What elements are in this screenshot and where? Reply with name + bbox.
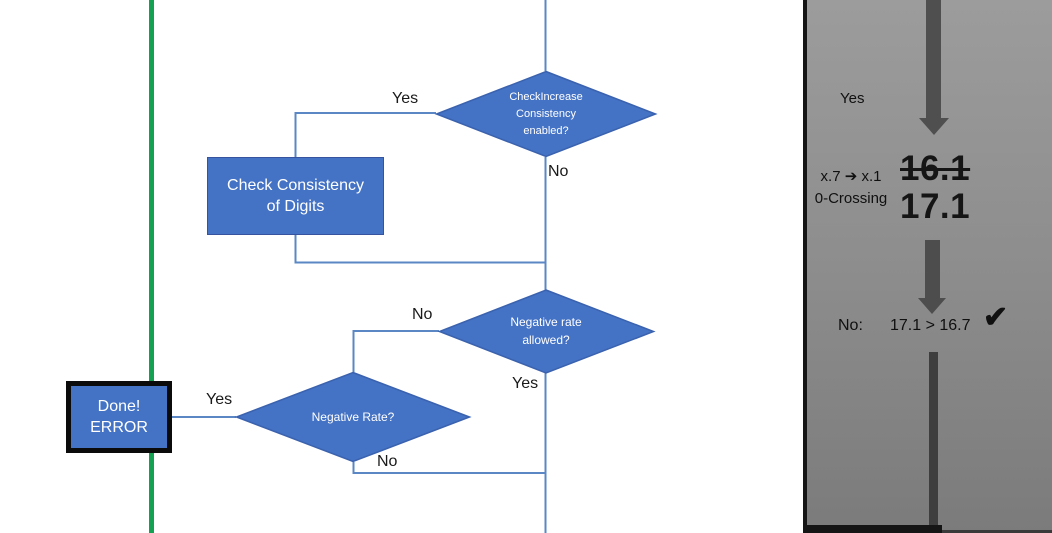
panel-bottom-border [807, 525, 942, 533]
checkmark-icon: ✔ [983, 301, 1009, 334]
panel-values: 16.1 17.1 [900, 150, 970, 226]
branch-label-no-negative-allowed: No [412, 306, 433, 323]
diamond-negative-rate-allowed [437, 289, 656, 374]
green-guide-line [149, 0, 154, 533]
panel-rule-line1: x.7 ➔ x.1 [820, 168, 882, 185]
decision-diamonds [234, 70, 658, 463]
terminal-done-error-box: Done! ERROR [66, 381, 172, 453]
panel-rule-text: x.7 ➔ x.1 0-Crossing [807, 166, 895, 210]
branch-label-yes-check-increase: Yes [392, 90, 419, 107]
diamond-negative-rate [234, 371, 472, 463]
connector-no-to-negative-rate [352, 330, 439, 372]
panel-result-comparison: 17.1 > 16.7 [890, 317, 971, 334]
branch-label-yes-negative-allowed: Yes [512, 375, 539, 392]
branch-label-no-check-increase: No [548, 163, 569, 180]
down-arrow-1-icon [919, 118, 949, 135]
connector-process-return [294, 235, 546, 264]
panel-rule-line2: 0-Crossing [814, 190, 888, 207]
process-check-consistency-box: Check Consistency of Digits [207, 157, 384, 235]
diamond-check-increase [434, 70, 658, 158]
down-arrow-2-icon [918, 298, 946, 314]
connector-lines [172, 0, 547, 533]
gray-side-panel: Yes x.7 ➔ x.1 0-Crossing 16.1 17.1 No: 1… [803, 0, 1052, 533]
panel-yes-label: Yes [840, 90, 865, 107]
branch-label-yes-negative-rate: Yes [206, 391, 233, 408]
connector-no-return [352, 462, 546, 474]
panel-new-value: 17.1 [900, 187, 971, 226]
branch-label-no-negative-rate: No [377, 453, 398, 470]
down-arrow-1-shaft [926, 0, 941, 118]
panel-old-value: 16.1 [900, 149, 971, 188]
connector-yes-to-process [294, 112, 436, 157]
panel-result-prefix: No: [838, 317, 863, 334]
down-bar-3 [929, 352, 938, 533]
down-arrow-2-shaft [925, 240, 940, 298]
